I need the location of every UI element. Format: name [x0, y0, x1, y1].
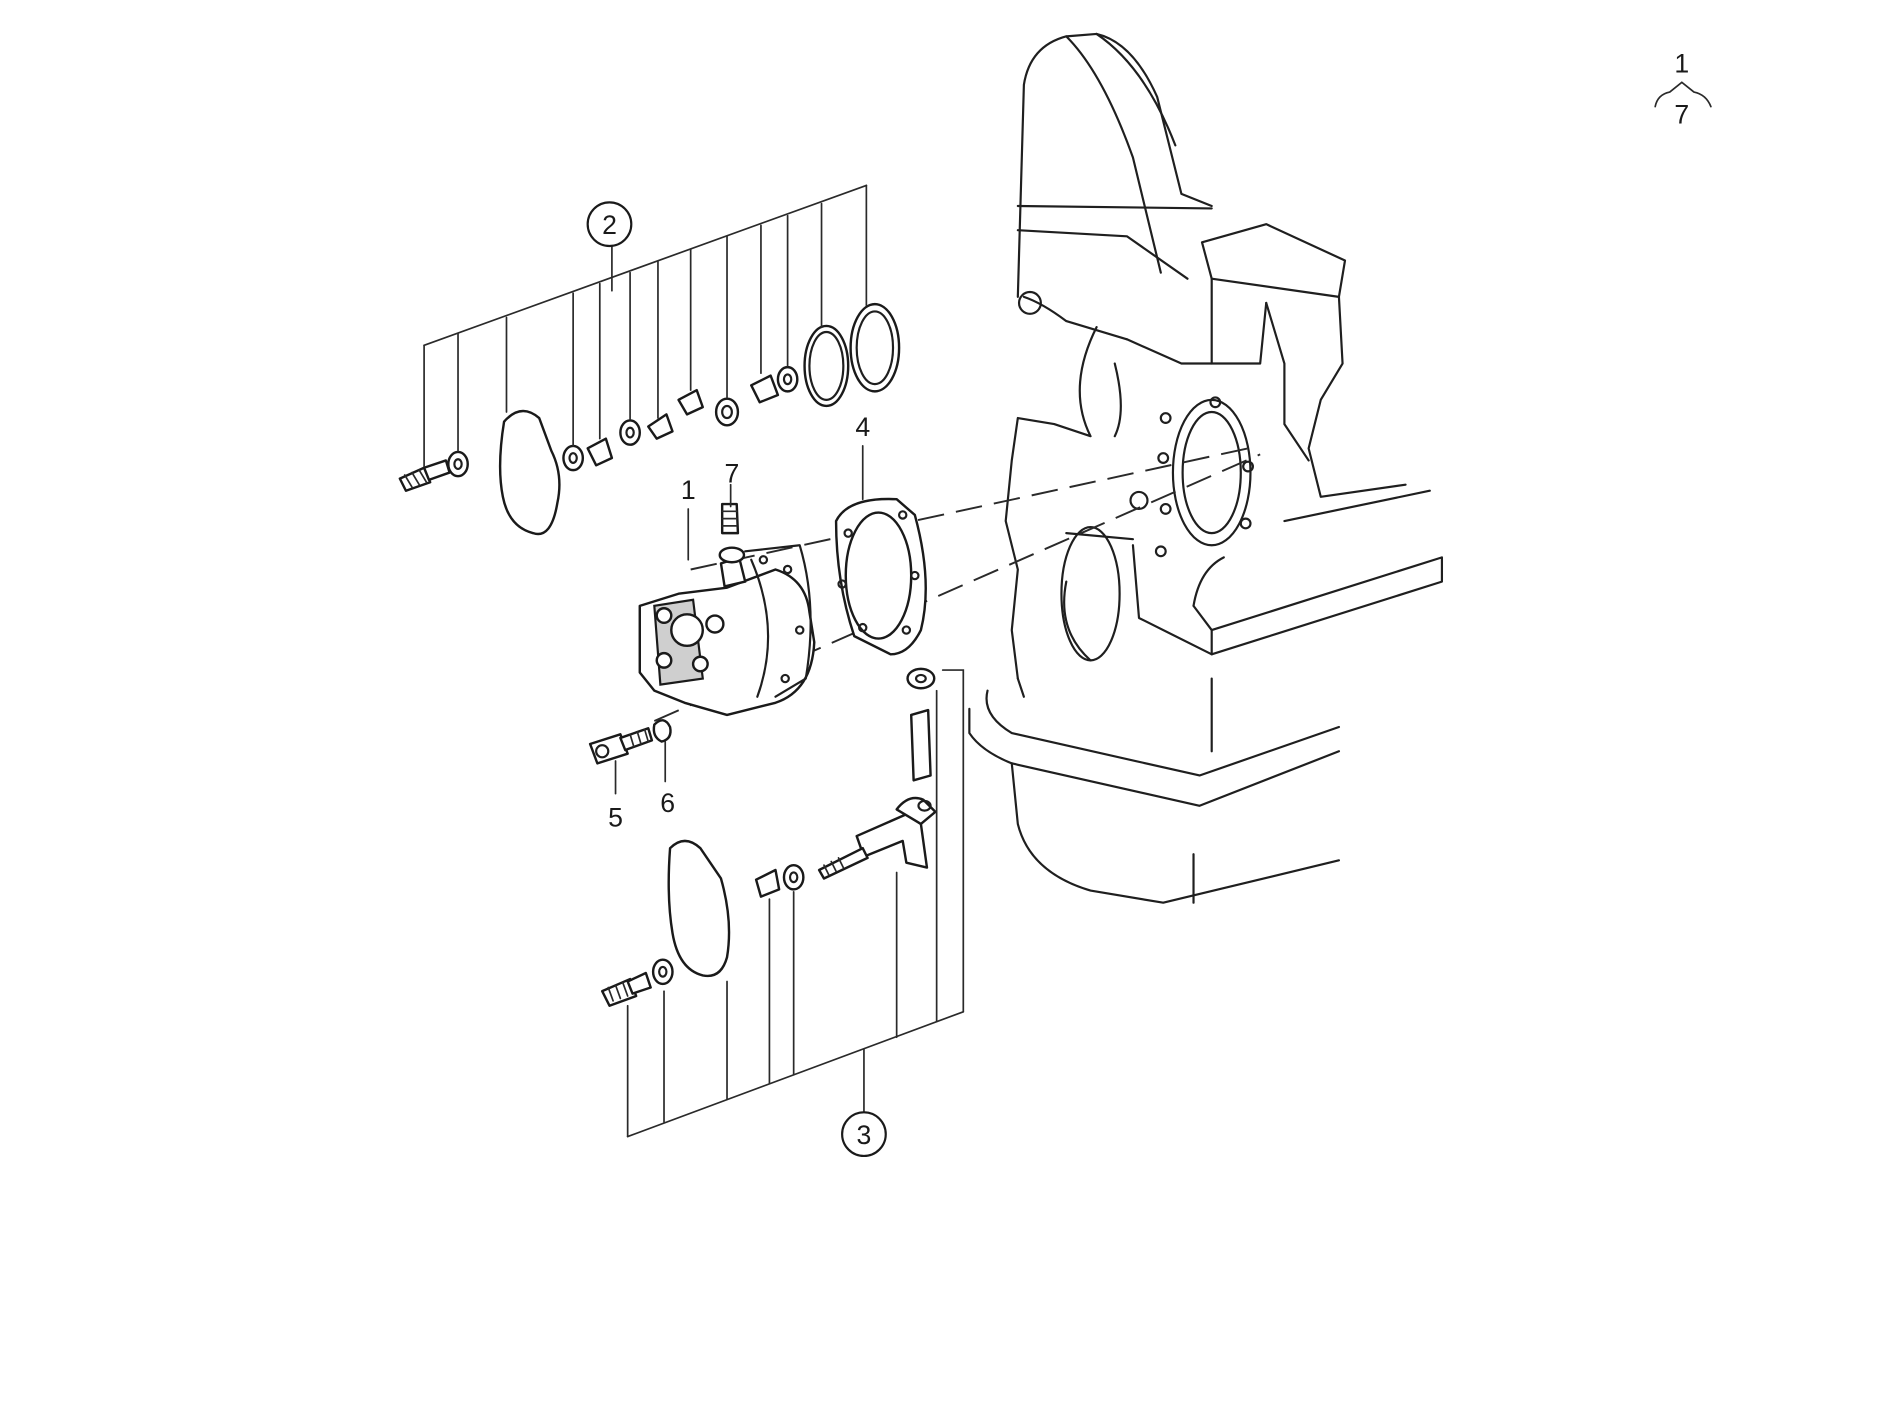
- repair-kit-lower: [601, 667, 937, 1007]
- flange-gasket: [834, 497, 927, 656]
- lock-washer: [652, 719, 672, 743]
- bracket-group-3: [626, 669, 965, 1158]
- engine-block: [968, 32, 1444, 904]
- corner-reference: [1654, 81, 1712, 108]
- mounting-bolt: [588, 727, 654, 765]
- bracket-group-2: [423, 184, 868, 468]
- label-group-3: 3: [857, 1120, 872, 1150]
- label-group-2: 2: [602, 210, 617, 240]
- label-part-5: 5: [608, 802, 623, 832]
- corner-ref-bottom: 7: [1674, 100, 1689, 130]
- pump-body: [638, 544, 816, 717]
- label-part-4: 4: [855, 412, 870, 442]
- label-part-1: 1: [681, 475, 696, 505]
- label-part-6: 6: [660, 788, 675, 818]
- label-part-7: 7: [724, 458, 739, 488]
- corner-ref-top: 1: [1674, 49, 1689, 79]
- axis-lines: [653, 447, 1261, 722]
- nipple-fitting: [720, 502, 740, 535]
- repair-kit-upper: [398, 302, 901, 536]
- leader-lines: [614, 445, 864, 795]
